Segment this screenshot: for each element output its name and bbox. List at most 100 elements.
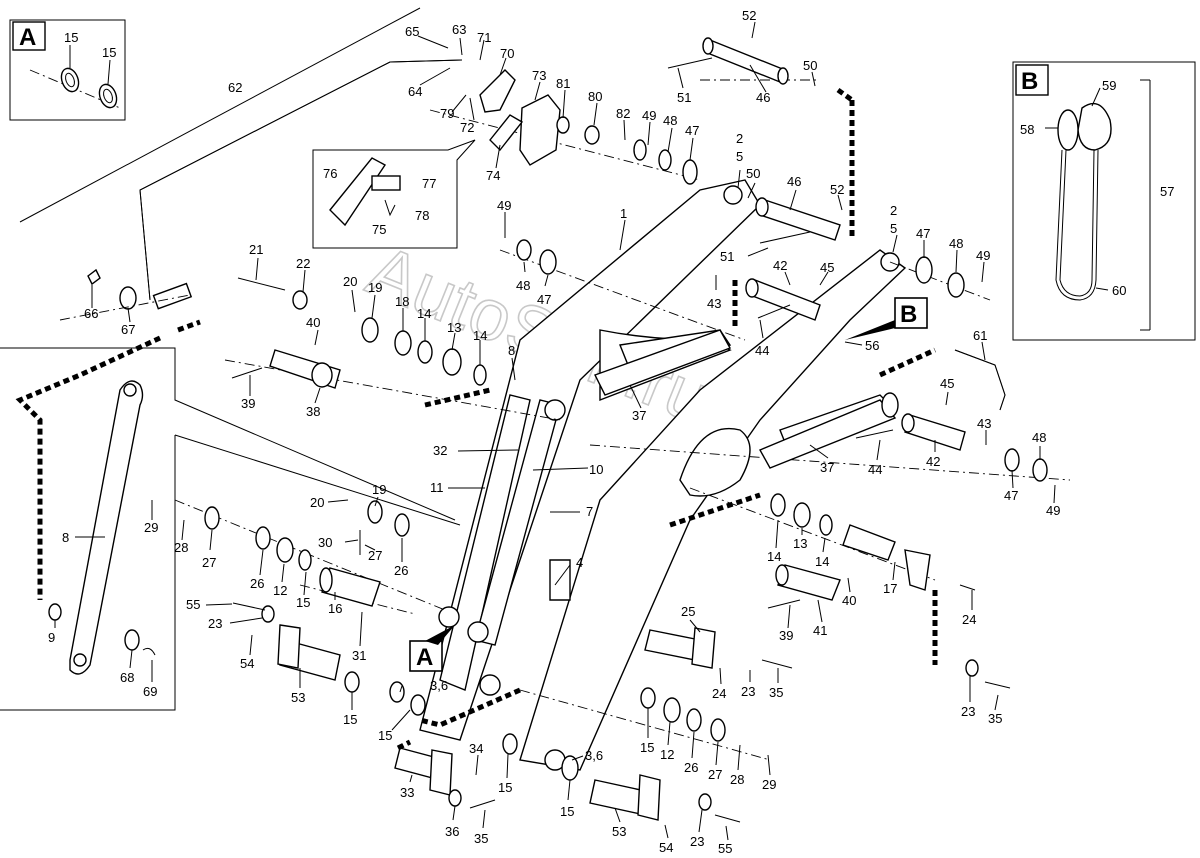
part-label-53: 53 — [612, 824, 626, 839]
part-label-37: 37 — [820, 460, 834, 475]
part-label-12: 12 — [660, 747, 674, 762]
cylinder-37-right — [759, 392, 899, 469]
washer-icon — [98, 83, 118, 109]
pin-25 — [644, 627, 716, 669]
part-label-29: 29 — [762, 777, 776, 792]
part-label-45: 45 — [940, 376, 954, 391]
part-label-12: 12 — [273, 583, 287, 598]
pin-46-mid — [755, 197, 841, 241]
part-label-26: 26 — [394, 563, 408, 578]
lynch-pin-icon — [1077, 102, 1112, 151]
pin-42-top — [745, 278, 821, 321]
pin-detail-callout — [312, 139, 476, 249]
pin-41 — [775, 564, 841, 601]
part-label-15: 15 — [640, 740, 654, 755]
part-label-2: 2 — [736, 131, 743, 146]
part-label-30: 30 — [318, 535, 332, 550]
pin-42-right — [901, 413, 966, 451]
washer-icon — [60, 67, 80, 93]
inset-a-part-15a: 15 — [64, 30, 78, 45]
inset-a-label: A — [19, 24, 36, 51]
part-label-26: 26 — [250, 576, 264, 591]
part-label-14: 14 — [473, 328, 487, 343]
pin-53-left — [277, 624, 341, 681]
part-label-3-6: 3,6 — [585, 748, 603, 763]
leader-lines — [54, 21, 1056, 841]
part-label-61: 61 — [973, 328, 987, 343]
part-label-72: 72 — [460, 120, 474, 135]
part-label-45: 45 — [820, 260, 834, 275]
boom-arm-right — [519, 249, 907, 771]
part-label-40: 40 — [306, 315, 320, 330]
part-label-47: 47 — [916, 226, 930, 241]
part-label-15: 15 — [560, 804, 574, 819]
part-label-26: 26 — [684, 760, 698, 775]
inset-b-part-58: 58 — [1020, 122, 1034, 137]
part-label-55: 55 — [186, 597, 200, 612]
part-label-68: 68 — [120, 670, 134, 685]
part-label-48: 48 — [516, 278, 530, 293]
pin-61 — [954, 349, 1006, 411]
part-label-64: 64 — [408, 84, 422, 99]
part-label-50: 50 — [746, 166, 760, 181]
bolts — [231, 57, 1011, 823]
cylinder-37-top — [594, 329, 732, 396]
inset-b-part-60: 60 — [1112, 283, 1126, 298]
part-label-23: 23 — [690, 834, 704, 849]
part-label-35: 35 — [474, 831, 488, 846]
pin-17 — [842, 524, 931, 591]
part-label-52: 52 — [830, 182, 844, 197]
part-label-44: 44 — [755, 343, 769, 358]
pins — [269, 37, 1006, 821]
washers — [124, 116, 1048, 811]
part-label-16: 16 — [328, 601, 342, 616]
part-label-7: 7 — [586, 504, 593, 519]
part-label-52: 52 — [742, 8, 756, 23]
part-label-48: 48 — [663, 113, 677, 128]
part-label-51: 51 — [720, 249, 734, 264]
part-label-14: 14 — [815, 554, 829, 569]
part-label-29: 29 — [144, 520, 158, 535]
inset-b-label: B — [1021, 68, 1038, 95]
inset-b: B 59 58 57 60 — [1012, 61, 1196, 341]
part-label-13: 13 — [447, 320, 461, 335]
inset-b-part-59: 59 — [1102, 78, 1116, 93]
part-label-19: 19 — [372, 482, 386, 497]
bracket-icon — [329, 157, 387, 227]
part-label-56: 56 — [865, 338, 879, 353]
bracket-73 — [519, 94, 561, 166]
part-label-71: 71 — [477, 30, 491, 45]
part-label-21: 21 — [249, 242, 263, 257]
part-label-55: 55 — [718, 841, 732, 856]
part-label-39: 39 — [779, 628, 793, 643]
part-label-47: 47 — [537, 292, 551, 307]
part-label-42: 42 — [773, 258, 787, 273]
part-label-53: 53 — [291, 690, 305, 705]
part-label-27: 27 — [368, 548, 382, 563]
inset-b-part-57: 57 — [1160, 184, 1174, 199]
part-label-76: 76 — [323, 166, 337, 181]
part-label-23: 23 — [208, 616, 222, 631]
part-label-31: 31 — [352, 648, 366, 663]
pin-53-bottom — [589, 774, 661, 821]
bracket-70 — [479, 69, 516, 113]
part-label-13: 13 — [793, 536, 807, 551]
part-label-40: 40 — [842, 593, 856, 608]
part-label-9: 9 — [48, 630, 55, 645]
part-label-65: 65 — [405, 24, 419, 39]
part-label-17: 17 — [883, 581, 897, 596]
part-label-73: 73 — [532, 68, 546, 83]
part-label-49: 49 — [497, 198, 511, 213]
part-label-82: 82 — [616, 106, 630, 121]
part-label-70: 70 — [500, 46, 514, 61]
bracket-74 — [489, 114, 524, 152]
part-label-44: 44 — [868, 462, 882, 477]
inset-link-8 — [0, 347, 461, 711]
part-label-15: 15 — [378, 728, 392, 743]
part-label-15: 15 — [498, 780, 512, 795]
part-label-67: 67 — [121, 322, 135, 337]
link-rod — [19, 7, 463, 310]
part-label-5: 5 — [736, 149, 743, 164]
part-label-66: 66 — [84, 306, 98, 321]
